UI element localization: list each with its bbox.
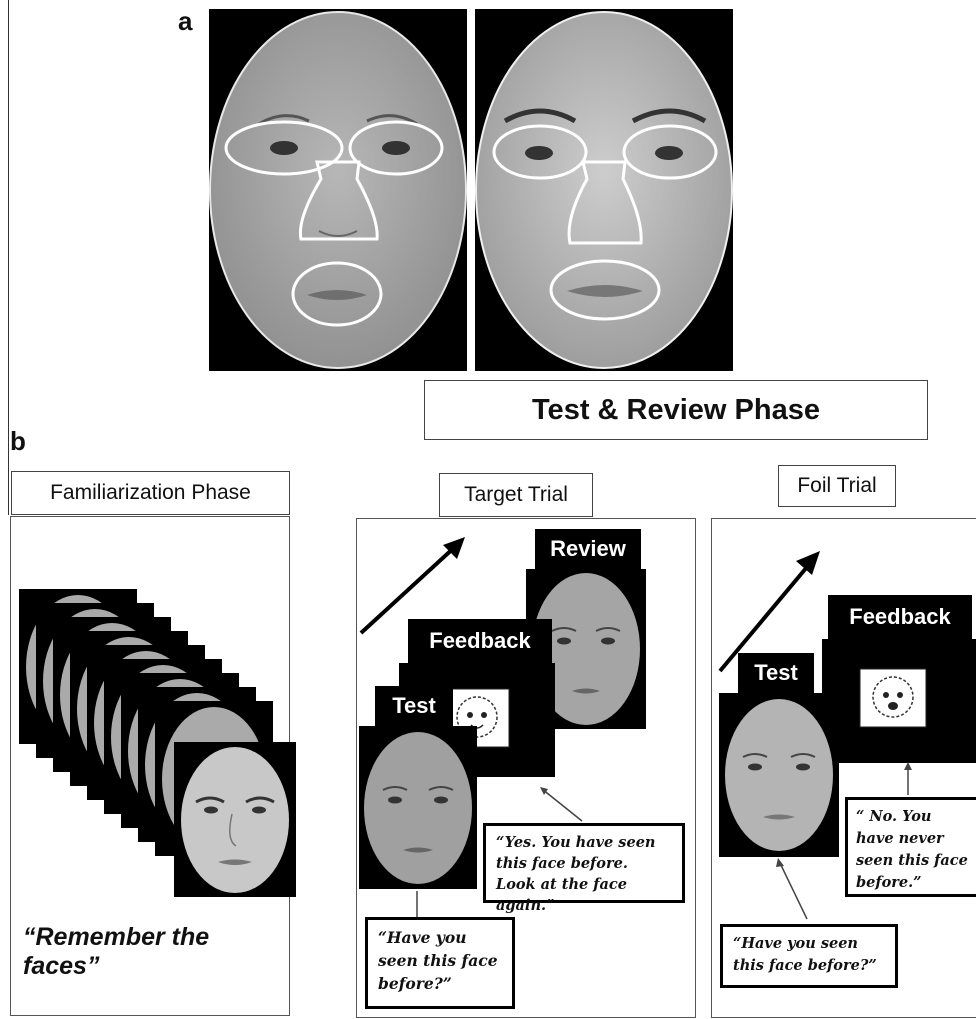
familiarization-phase-title: Familiarization Phase [11, 471, 290, 515]
test-review-phase-title: Test & Review Phase [424, 380, 928, 440]
target-feedback-quote: “Yes. You have seen this face before. Lo… [483, 823, 685, 903]
foil-trial-title: Foil Trial [778, 465, 896, 507]
target-test-quote: “Have you seen this face before?” [365, 917, 515, 1009]
foil-trial-frame: Feedback Test “ No. You have never seen … [711, 518, 976, 1018]
face-image-caucasian [475, 9, 733, 371]
familiarization-caption: “Remember the faces” [23, 923, 289, 981]
foil-test-quote: “Have you seen this face before?” [720, 924, 898, 988]
panel-b-letter: b [10, 426, 26, 457]
test-review-phase-text: Test & Review Phase [532, 394, 820, 426]
target-trial-text: Target Trial [464, 483, 568, 506]
target-trial-frame: Review Feedback Test [356, 518, 696, 1018]
stack-card-front-face [174, 742, 296, 897]
face-image-asian [209, 9, 467, 371]
familiarization-phase-text: Familiarization Phase [50, 481, 251, 504]
target-trial-title: Target Trial [439, 473, 593, 517]
foil-trial-text: Foil Trial [797, 474, 876, 497]
familiarization-frame: “Remember the faces” [10, 516, 290, 1016]
foil-feedback-quote: “ No. You have never seen this face befo… [845, 797, 976, 897]
left-rule [8, 0, 9, 515]
panel-a-letter: a [178, 6, 192, 37]
